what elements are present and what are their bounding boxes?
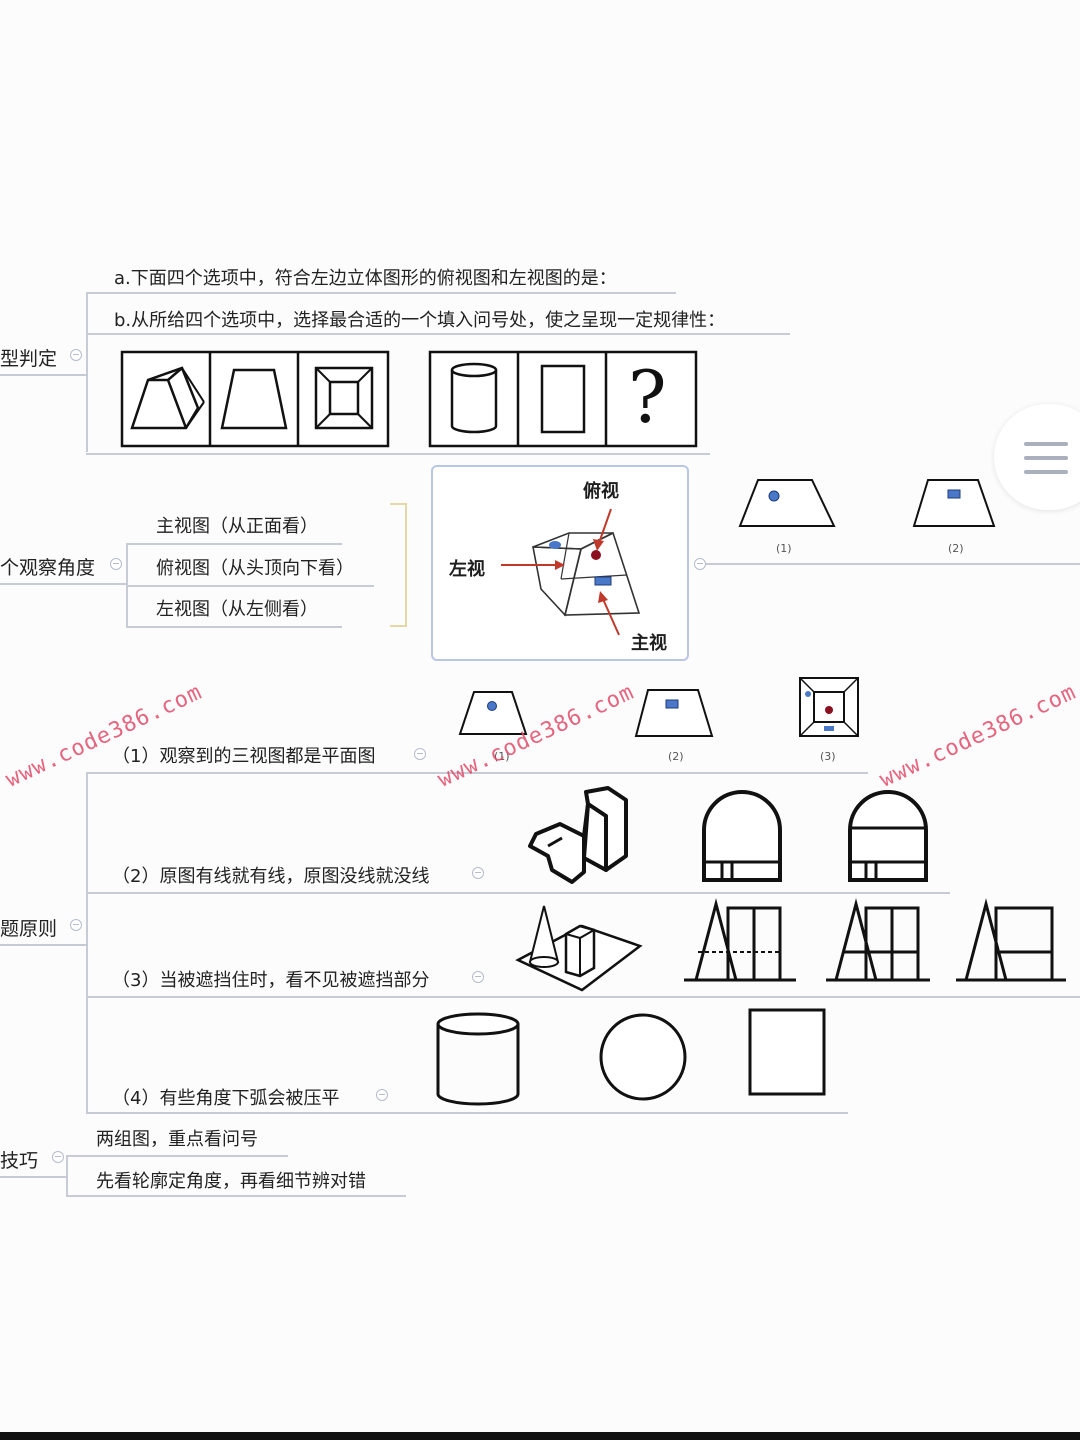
rule-3-text[interactable]: （3）当被遮挡住时，看不见被遮挡部分 <box>112 970 430 991</box>
collapse-toggle-rule3[interactable] <box>472 971 484 983</box>
option-1-trapezoid <box>738 479 836 527</box>
connector <box>0 583 126 585</box>
connector <box>86 772 88 1112</box>
option-2-label: (2) <box>948 542 964 555</box>
rule3-cone-block-scene <box>515 905 643 992</box>
views-diagram-box: 俯视 左视 主视 <box>431 465 689 661</box>
option-1-label: (1) <box>776 542 792 555</box>
rule1-view-2 <box>634 689 714 737</box>
connector <box>66 1155 288 1157</box>
connector <box>706 563 1080 565</box>
connector <box>126 585 374 587</box>
label-left-view: 左视 <box>449 559 485 580</box>
label-front-view: 主视 <box>631 633 667 654</box>
bracket <box>390 503 407 627</box>
tip-2-text[interactable]: 先看轮廓定角度，再看细节辨对错 <box>96 1171 366 1192</box>
menu-button[interactable] <box>994 404 1080 510</box>
tip-1-text[interactable]: 两组图，重点看问号 <box>96 1129 258 1150</box>
frustum-views-figure <box>120 350 390 448</box>
rule3-view-dashed <box>684 898 796 982</box>
connector <box>86 333 790 335</box>
item-b-text[interactable]: b.从所给四个选项中，选择最合适的一个填入问号处，使之呈现一定规律性： <box>114 310 726 331</box>
rule1-view-2-label: (2) <box>668 750 684 763</box>
connector <box>86 892 950 894</box>
rule3-view-hidden <box>956 898 1066 982</box>
perspective-block-figure <box>501 508 641 636</box>
connector <box>86 292 88 452</box>
rule4-cylinder <box>436 1012 520 1106</box>
node-section4[interactable]: 技巧 <box>0 1150 39 1172</box>
collapse-toggle-section1[interactable] <box>70 349 82 361</box>
question-mark: ? <box>628 355 667 439</box>
item-a-text[interactable]: a.下面四个选项中，符合左边立体图形的俯视图和左视图的是： <box>114 268 617 289</box>
collapse-toggle-section3[interactable] <box>70 919 82 931</box>
connector <box>86 453 710 455</box>
collapse-toggle-section4[interactable] <box>52 1151 64 1163</box>
connector <box>66 1195 406 1197</box>
rule4-square-view <box>748 1008 826 1096</box>
connector <box>126 543 342 545</box>
connector <box>86 772 868 774</box>
node-section2[interactable]: 个观察角度 <box>0 557 96 579</box>
option-2-trapezoid <box>912 479 996 527</box>
connector <box>86 1112 848 1114</box>
connector <box>66 1155 68 1195</box>
rule-2-text[interactable]: （2）原图有线就有线，原图没线就没线 <box>112 866 430 887</box>
connector <box>126 626 342 628</box>
cylinder-views-figure <box>428 350 698 448</box>
node-section1[interactable]: 型判定 <box>0 348 58 370</box>
node-section3[interactable]: 题原则 <box>0 918 58 940</box>
label-top-view: 俯视 <box>583 481 619 502</box>
collapse-toggle-diagram[interactable] <box>694 558 706 570</box>
collapse-toggle-section2[interactable] <box>110 558 122 570</box>
watermark: www.code386.com <box>876 679 1080 793</box>
hamburger-menu-icon <box>1024 442 1068 474</box>
connector <box>0 944 86 946</box>
connector <box>86 996 1080 998</box>
rule1-view-3-label: (3) <box>820 750 836 763</box>
watermark: www.code386.com <box>2 679 207 793</box>
connector <box>86 292 676 294</box>
bottom-bar <box>0 1432 1080 1440</box>
rule-4-text[interactable]: （4）有些角度下弧会被压平 <box>112 1088 340 1109</box>
view-front-label[interactable]: 主视图（从正面看） <box>156 516 318 537</box>
rule2-arch-view-lined <box>848 790 928 882</box>
connector <box>0 1176 66 1178</box>
rule1-view-1 <box>458 691 528 735</box>
rule1-view-3 <box>799 677 859 737</box>
rule2-bracket-solid <box>528 786 628 884</box>
collapse-toggle-rule2[interactable] <box>472 867 484 879</box>
rule3-view-solid <box>826 898 930 982</box>
connector <box>0 374 86 376</box>
collapse-toggle-rule4[interactable] <box>376 1089 388 1101</box>
rule1-view-1-label: (1) <box>494 750 510 763</box>
rule2-arch-view <box>702 790 782 882</box>
view-top-label[interactable]: 俯视图（从头顶向下看） <box>156 558 354 579</box>
rule4-circle-view <box>599 1013 687 1101</box>
collapse-toggle-rule1[interactable] <box>414 748 426 760</box>
view-left-label[interactable]: 左视图（从左侧看） <box>156 599 318 620</box>
rule-1-text[interactable]: （1）观察到的三视图都是平面图 <box>112 746 376 767</box>
